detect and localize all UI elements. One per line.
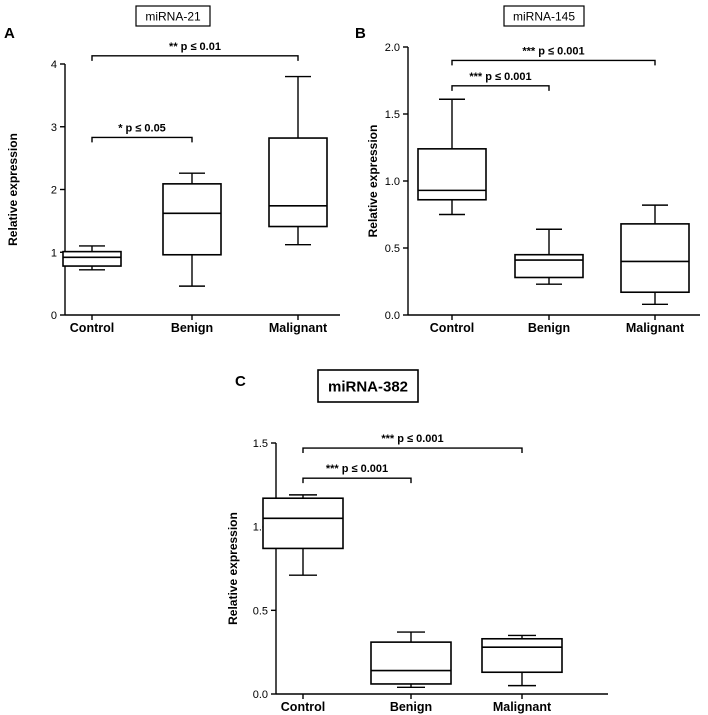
significance-annotation: *** p ≤ 0.001 — [302, 433, 523, 454]
panel-letter: C — [235, 373, 246, 390]
significance-annotation: *** p ≤ 0.001 — [451, 71, 550, 91]
x-tick-label: Malignant — [493, 700, 552, 714]
y-tick-label: 1.5 — [253, 438, 268, 450]
iqr-box — [268, 137, 328, 228]
chart-title-box — [317, 369, 419, 403]
chart-title: miRNA-21 — [145, 9, 201, 23]
significance-label: ** p ≤ 0.01 — [169, 41, 221, 53]
significance-annotation: *** p ≤ 0.001 — [302, 463, 412, 484]
y-tick-label: 1 — [51, 247, 57, 259]
significance-bracket — [91, 55, 299, 61]
y-tick-label: 0.0 — [385, 310, 400, 322]
x-tick-label: Benign — [390, 700, 432, 714]
significance-bracket — [302, 477, 412, 484]
x-tick-label: Malignant — [626, 321, 685, 335]
significance-bracket — [451, 59, 656, 66]
chart-title: miRNA-382 — [328, 378, 408, 395]
box-control — [417, 98, 487, 216]
iqr-box — [62, 250, 122, 267]
box-malignant — [481, 634, 563, 687]
y-tick-label: 0 — [51, 310, 57, 322]
chart-title: miRNA-145 — [513, 9, 575, 23]
y-tick-label: 2 — [51, 185, 57, 197]
y-tick-label: 0.5 — [385, 243, 400, 255]
iqr-box — [370, 641, 452, 685]
y-tick-label: 3 — [51, 122, 57, 134]
panel-letter: B — [355, 25, 366, 42]
x-tick-label: Control — [70, 321, 114, 335]
significance-bracket — [91, 136, 193, 143]
significance-label: * p ≤ 0.05 — [118, 122, 166, 134]
y-tick-label: 2.0 — [385, 42, 400, 54]
box-benign — [514, 228, 584, 285]
x-tick-label: Malignant — [269, 321, 328, 335]
iqr-box — [162, 183, 222, 256]
iqr-box — [481, 637, 563, 674]
significance-annotation: ** p ≤ 0.01 — [91, 41, 299, 61]
significance-annotation: * p ≤ 0.05 — [91, 122, 193, 143]
chart-title-box — [135, 5, 211, 27]
y-axis-label: Relative expression — [366, 125, 380, 238]
significance-label: *** p ≤ 0.001 — [522, 45, 584, 57]
significance-bracket — [302, 447, 523, 454]
y-axis-label: Relative expression — [226, 512, 240, 625]
x-tick-label: Control — [430, 321, 474, 335]
significance-label: *** p ≤ 0.001 — [326, 463, 388, 475]
box-control — [62, 245, 122, 271]
chart-title-box — [503, 5, 585, 27]
box-control — [262, 494, 344, 576]
significance-annotation: *** p ≤ 0.001 — [451, 45, 656, 66]
significance-bracket — [451, 85, 550, 91]
x-tick-label: Control — [281, 700, 325, 714]
y-tick-label: 0.0 — [253, 689, 268, 701]
box-malignant — [268, 75, 328, 246]
iqr-box — [262, 497, 344, 550]
y-tick-label: 4 — [51, 59, 57, 71]
iqr-box — [417, 148, 487, 201]
x-tick-label: Benign — [528, 321, 570, 335]
panel-letter: A — [4, 25, 15, 42]
x-tick-label: Benign — [171, 321, 213, 335]
y-tick-label: 1.0 — [385, 176, 400, 188]
box-benign — [370, 631, 452, 689]
box-benign — [162, 172, 222, 287]
iqr-box — [620, 223, 690, 294]
significance-label: *** p ≤ 0.001 — [381, 433, 443, 445]
y-tick-label: 0.5 — [253, 605, 268, 617]
iqr-box — [514, 253, 584, 279]
significance-label: *** p ≤ 0.001 — [469, 71, 531, 83]
box-malignant — [620, 204, 690, 305]
y-tick-label: 1.5 — [385, 109, 400, 121]
y-axis-label: Relative expression — [6, 133, 20, 246]
